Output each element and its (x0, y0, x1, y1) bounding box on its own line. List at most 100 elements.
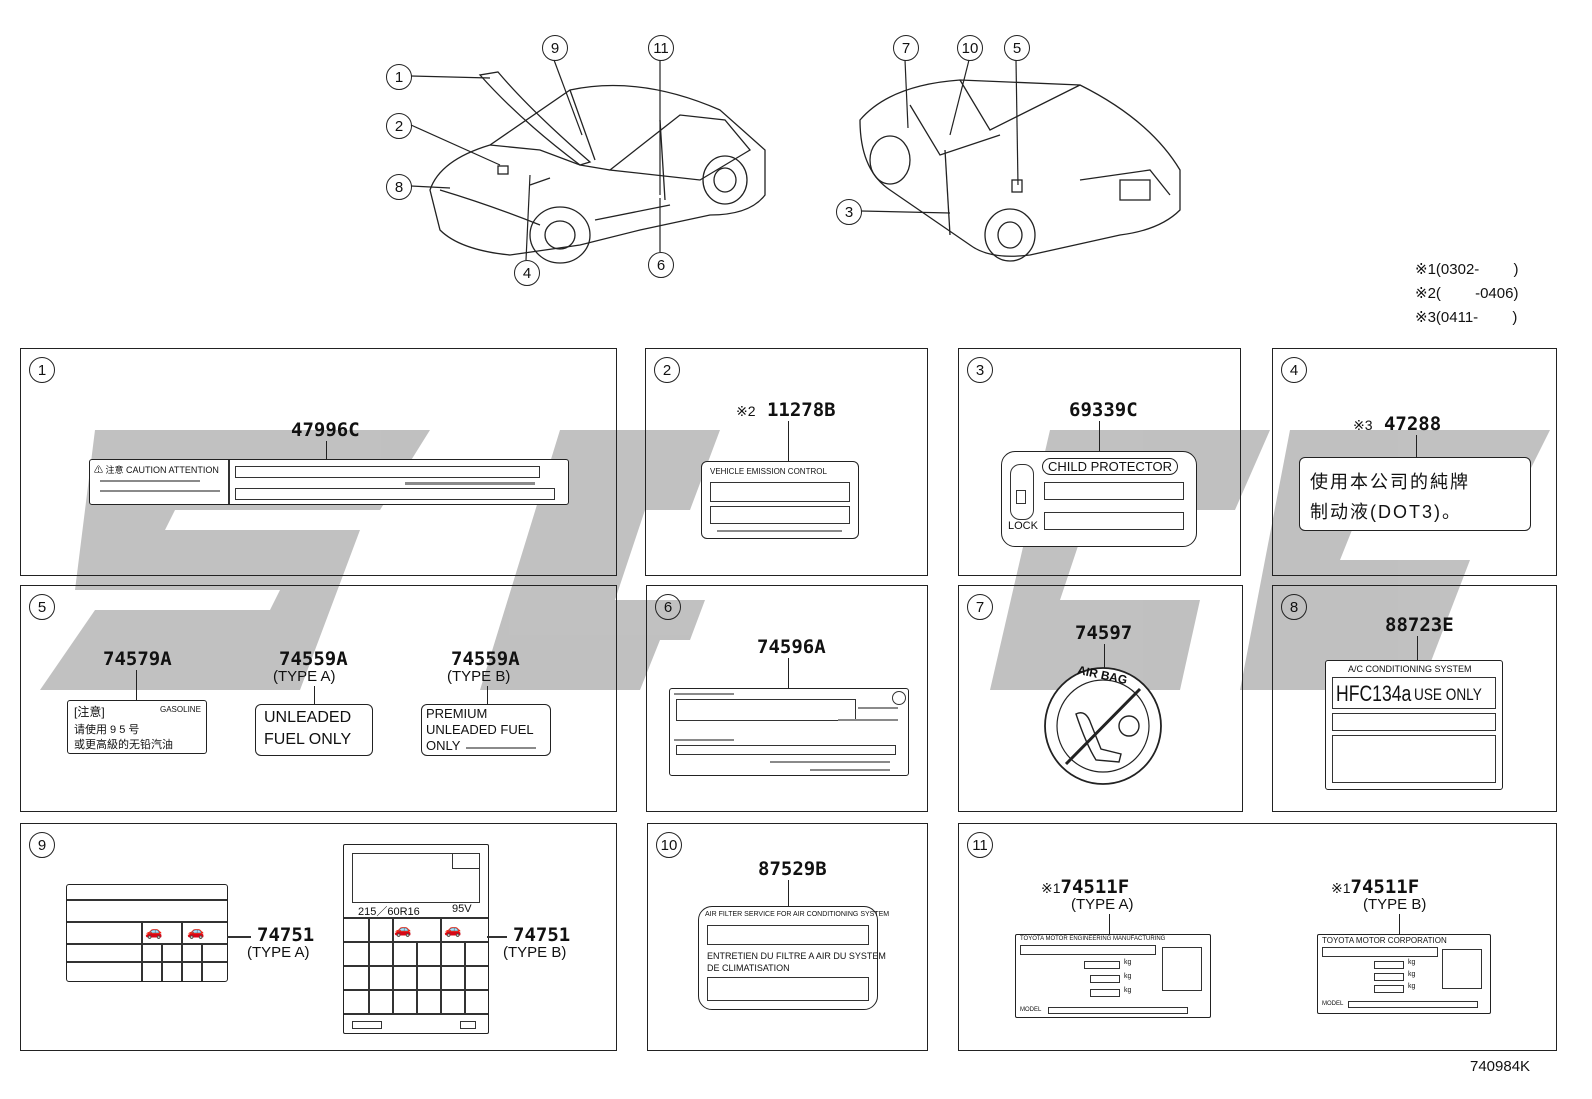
gasoline-tag: GASOLINE (160, 705, 201, 714)
rear-car-illustration (859, 79, 1181, 262)
car-icon: 🚗 (145, 923, 163, 939)
air-filter-line3: DE CLIMATISATION (707, 963, 790, 973)
ac-main1: HFC134a (1336, 681, 1412, 706)
kg-unit: kg (1408, 971, 1416, 978)
vin-a-head: TOYOTA MOTOR ENGINEERING MANUFACTURING (1020, 936, 1166, 942)
panel-11: 11 ※174511F (TYPE A) TOYOTA MOTOR ENGINE… (958, 823, 1557, 1051)
ac-label: A/C CONDITIONING SYSTEM HFC134a USE ONLY (1325, 660, 1503, 790)
type-a-label: (TYPE A) (247, 944, 310, 961)
panel-number: 2 (654, 357, 680, 383)
callout-8: 8 (386, 174, 412, 200)
unleaded-line1: UNLEADED (264, 709, 352, 726)
callout-5: 5 (1004, 35, 1030, 61)
kg-unit: kg (1408, 959, 1416, 966)
diagram-code: 740984K (1470, 1058, 1531, 1075)
callout-leaders (410, 59, 1019, 261)
ac-head: A/C CONDITIONING SYSTEM (1348, 664, 1472, 674)
tire-info-label (669, 688, 909, 776)
panel-5: 5 74579A [注意] GASOLINE 请使用 9 5 号 或更高級的无铅… (20, 585, 617, 812)
caution-label: ⚠ 注意 CAUTION ATTENTION (89, 459, 569, 505)
callout-11: 11 (648, 35, 674, 61)
panel-6: 6 74596A (646, 585, 928, 812)
date-note-2: ※2( -0406) (1415, 285, 1519, 302)
part-number-a: 74751 (257, 924, 315, 946)
callout-10: 10 (957, 35, 983, 61)
car-icon: 🚗 (444, 921, 462, 937)
kg-unit: kg (1124, 973, 1132, 980)
callout-6: 6 (648, 252, 674, 278)
type-c-label: (TYPE B) (447, 668, 511, 685)
model-label: MODEL (1322, 1001, 1344, 1007)
panel-number: 10 (656, 832, 682, 858)
date-note-3: ※3(0411- ) (1415, 309, 1518, 326)
part-number-b: 74751 (513, 924, 571, 946)
part-number: ※3 47288 (1353, 413, 1442, 435)
part-number: 88723E (1385, 614, 1454, 636)
callout-1: 1 (386, 64, 412, 90)
premium-line1: PREMIUM (426, 706, 488, 721)
type-b-label: (TYPE B) (503, 944, 567, 961)
load-label-b: 215／60R16 95V 🚗 🚗 (343, 844, 489, 1034)
callout-2: 2 (386, 113, 412, 139)
panel-1: 1 47996C ⚠ 注意 CAUTION ATTENTION (20, 348, 617, 576)
airbag-warning-icon (1044, 667, 1162, 785)
child-protector-label: CHILD PROTECTOR LOCK (1001, 451, 1197, 547)
kg-unit: kg (1124, 959, 1132, 966)
unleaded-line2: FUEL ONLY (264, 731, 352, 748)
part-number-a: 74579A (103, 648, 172, 670)
vin-b-head: TOYOTA MOTOR CORPORATION (1322, 936, 1447, 945)
front-car-illustration (429, 71, 766, 264)
air-filter-line1: AIR FILTER SERVICE FOR AIR CONDITIONING … (705, 911, 890, 918)
panel-10: 10 87529B AIR FILTER SERVICE FOR AIR CON… (647, 823, 928, 1051)
gasoline-line1: 请使用 9 5 号 (74, 724, 140, 736)
vin-label-b: TOYOTA MOTOR CORPORATION kg kg kg MODEL (1317, 934, 1491, 1014)
air-filter-label: AIR FILTER SERVICE FOR AIR CONDITIONING … (698, 906, 889, 1010)
panel-7: 7 74597 AIR BAG (958, 585, 1243, 812)
panel-3: 3 69339C CHILD PROTECTOR LOCK (958, 348, 1241, 576)
brake-fluid-line1: 使用本公司的純牌 (1310, 472, 1470, 492)
date-note-1: ※1(0302- ) (1415, 261, 1519, 278)
part-number-b: 74559A (279, 648, 348, 670)
part-number: ※2 11278B (736, 399, 836, 421)
panel-number: 7 (967, 594, 993, 620)
car-icon: 🚗 (187, 923, 205, 939)
type-a-label: (TYPE A) (1071, 896, 1134, 913)
panel-number: 6 (655, 594, 681, 620)
callout-4: 4 (514, 260, 540, 286)
part-number: 47996C (291, 419, 360, 441)
panel-number: 4 (1281, 357, 1307, 383)
emission-caption: VEHICLE EMISSION CONTROL (710, 467, 827, 476)
gasoline-head: [注意] (74, 705, 105, 719)
lock-text: LOCK (1008, 520, 1038, 532)
panel-8: 8 88723E A/C CONDITIONING SYSTEM HFC134a… (1272, 585, 1557, 812)
tire-size: 215／60R16 (358, 906, 420, 918)
caution-caption: ⚠ 注意 CAUTION ATTENTION (94, 465, 219, 475)
gasoline-line2: 或更高級的无铅汽油 (74, 739, 173, 751)
part-number: 74596A (757, 636, 826, 658)
panel-9: 9 🚗 🚗 74751 (TYPE A) 215／60R16 95V 🚗 🚗 (20, 823, 617, 1051)
panel-2: 2 ※2 11278B VEHICLE EMISSION CONTROL (645, 348, 928, 576)
air-filter-line2: ENTRETIEN DU FILTRE A AIR DU SYSTEM (707, 951, 886, 961)
panel-number: 11 (967, 832, 993, 858)
type-b-label: (TYPE B) (1363, 896, 1427, 913)
panel-number: 3 (967, 357, 993, 383)
part-number-b: ※174511F (1331, 876, 1420, 898)
part-number-c: 74559A (451, 648, 520, 670)
panel-number: 1 (29, 357, 55, 383)
panel-4: 4 ※3 47288 使用本公司的純牌 制动液(DOT3)。 (1272, 348, 1557, 576)
panel-number: 5 (29, 594, 55, 620)
type-b-label: (TYPE A) (273, 668, 336, 685)
kg-unit: kg (1124, 987, 1132, 994)
model-label: MODEL (1020, 1007, 1042, 1013)
callout-9: 9 (542, 35, 568, 61)
brake-fluid-label: 使用本公司的純牌 制动液(DOT3)。 (1299, 457, 1531, 531)
part-number-a: ※174511F (1041, 876, 1130, 898)
part-number: 74597 (1075, 622, 1133, 644)
callout-7: 7 (893, 35, 919, 61)
speed-rating: 95V (452, 903, 472, 915)
premium-label: PREMIUM UNLEADED FUEL ONLY (421, 704, 551, 756)
premium-line2: UNLEADED FUEL (426, 722, 534, 737)
brake-fluid-line2: 制动液(DOT3)。 (1310, 502, 1462, 522)
unleaded-label: UNLEADED FUEL ONLY (255, 704, 373, 756)
gasoline-label: [注意] GASOLINE 请使用 9 5 号 或更高級的无铅汽油 (67, 700, 207, 754)
